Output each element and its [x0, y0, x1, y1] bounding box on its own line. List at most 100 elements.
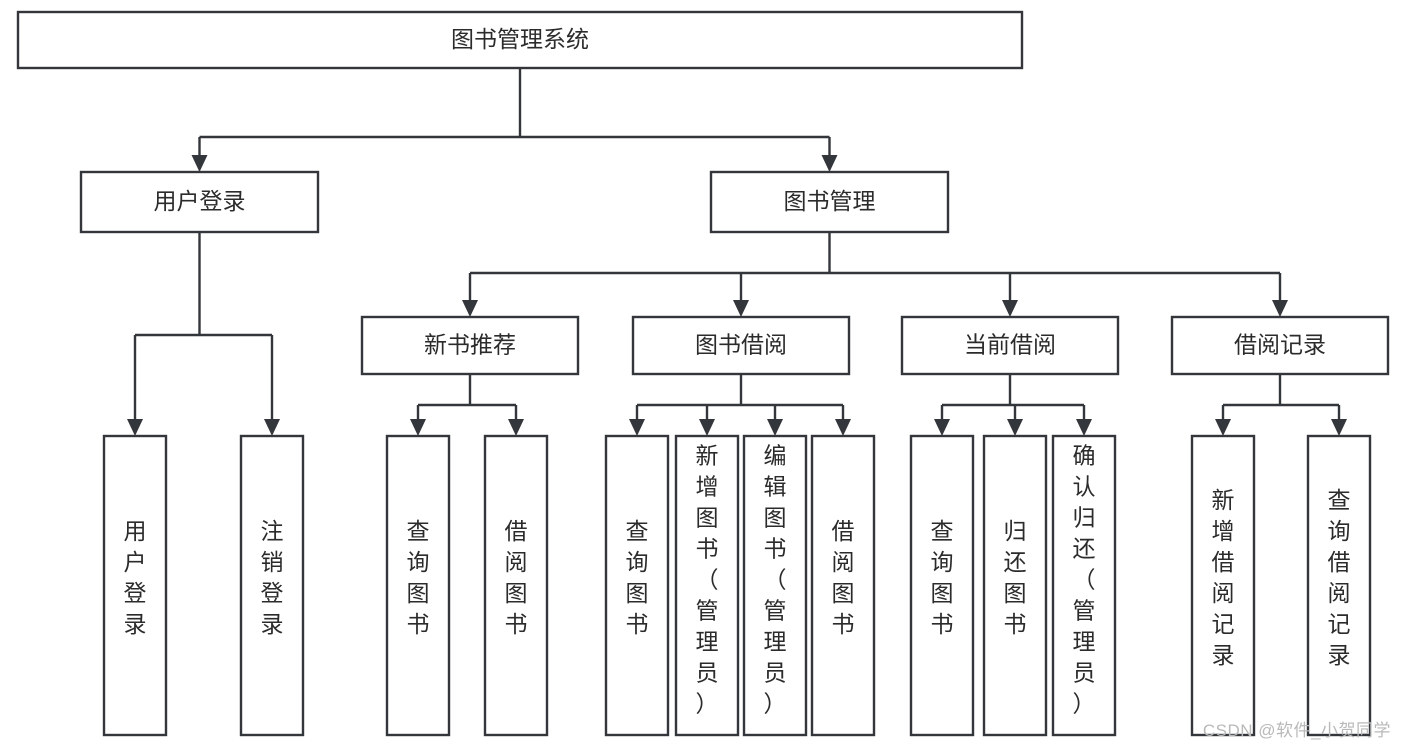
arrow-head-icon [767, 419, 783, 436]
node-leaf-add-book-admin[interactable]: 新增图书（管理员） [674, 434, 740, 737]
arrow-head-icon [1076, 419, 1092, 436]
node-leaf-user-login[interactable]: 用户登录 [102, 434, 168, 737]
arrow-head-icon [127, 419, 143, 436]
node-label-leaf-query-book-borrow: 查询图书 [626, 518, 649, 637]
node-book-borrow[interactable]: 图书借阅 [631, 315, 851, 376]
node-new-book-recommend[interactable]: 新书推荐 [360, 315, 580, 376]
arrow-head-icon [699, 419, 715, 436]
arrow-head-icon [508, 419, 524, 436]
connector-arrow-new-book-recommend-to-leaf-borrow-book-recommend [508, 405, 524, 436]
node-box-leaf-edit-book-admin [742, 434, 808, 737]
arrow-head-icon [462, 300, 478, 317]
node-leaf-query-book-borrow[interactable]: 查询图书 [604, 434, 670, 737]
node-leaf-borrow-book-recommend[interactable]: 借阅图书 [483, 434, 549, 737]
connector-arrow-current-borrow-to-leaf-confirm-return-admin [1076, 405, 1092, 436]
node-label-leaf-edit-book-admin: 编辑图书（管理员） [764, 443, 787, 717]
arrow-head-icon [733, 300, 749, 317]
node-box-leaf-query-book-recommend [385, 434, 451, 737]
connector-arrow-book-borrow-to-leaf-add-book-admin [699, 405, 715, 436]
connector-arrow-root-to-user-login [191, 137, 208, 172]
node-box-leaf-add-book-admin [674, 434, 740, 737]
connector-arrow-user-login-to-leaf-user-login [127, 335, 143, 436]
node-box-leaf-query-book-borrow [604, 434, 670, 737]
node-box-leaf-borrow-book-recommend [483, 434, 549, 737]
node-label-leaf-query-borrow-record: 查询借阅记录 [1328, 487, 1351, 668]
node-box-borrow-record [1170, 315, 1390, 376]
node-label-leaf-query-book-recommend: 查询图书 [407, 518, 430, 637]
node-box-leaf-confirm-return-admin [1051, 434, 1117, 737]
connector-arrow-user-login-to-leaf-logout-login [264, 335, 280, 436]
arrow-head-icon [1331, 419, 1347, 436]
node-borrow-record[interactable]: 借阅记录 [1170, 315, 1390, 376]
arrow-head-icon [410, 419, 426, 436]
connector-arrow-new-book-recommend-to-leaf-query-book-recommend [410, 405, 426, 436]
arrow-head-icon [934, 419, 950, 436]
node-label-book-borrow: 图书借阅 [695, 332, 787, 358]
connector-arrow-book-management-to-new-book-recommend [462, 273, 478, 317]
node-box-book-management [709, 170, 950, 234]
node-box-leaf-add-borrow-record [1190, 434, 1256, 737]
node-label-current-borrow: 当前借阅 [964, 332, 1056, 358]
node-leaf-return-book[interactable]: 归还图书 [982, 434, 1048, 737]
node-label-leaf-return-book: 归还图书 [1004, 518, 1027, 637]
arrow-head-icon [1007, 419, 1023, 436]
connector-arrow-root-to-book-management [821, 137, 838, 172]
node-leaf-edit-book-admin[interactable]: 编辑图书（管理员） [742, 434, 808, 737]
node-label-user-login: 用户登录 [154, 188, 246, 214]
node-box-current-borrow [900, 315, 1120, 376]
watermark-text: CSDN @软件_小贺同学 [1202, 721, 1391, 740]
node-box-leaf-logout-login [239, 434, 305, 737]
node-box-root [16, 10, 1024, 70]
node-current-borrow[interactable]: 当前借阅 [900, 315, 1120, 376]
node-box-leaf-query-borrow-record [1306, 434, 1372, 737]
arrow-head-icon [1002, 300, 1018, 317]
arrow-head-icon [835, 419, 851, 436]
node-label-leaf-borrow-book: 借阅图书 [832, 518, 855, 637]
connector-layer [127, 68, 1347, 436]
node-leaf-query-book-recommend[interactable]: 查询图书 [385, 434, 451, 737]
node-label-leaf-logout-login: 注销登录 [261, 518, 284, 637]
connector-arrow-borrow-record-to-leaf-add-borrow-record [1215, 405, 1231, 436]
connector-arrow-book-borrow-to-leaf-borrow-book [835, 405, 851, 436]
arrow-head-icon [629, 419, 645, 436]
arrow-head-icon [1215, 419, 1231, 436]
arrow-head-icon [264, 419, 280, 436]
node-leaf-query-borrow-record[interactable]: 查询借阅记录 [1306, 434, 1372, 737]
node-label-leaf-add-borrow-record: 新增借阅记录 [1212, 487, 1235, 668]
node-box-book-borrow [631, 315, 851, 376]
node-label-root: 图书管理系统 [451, 26, 589, 52]
arrow-head-icon [191, 155, 208, 172]
node-label-leaf-borrow-book-recommend: 借阅图书 [505, 518, 528, 637]
connector-arrow-current-borrow-to-leaf-return-book [1007, 405, 1023, 436]
connector-arrow-current-borrow-to-leaf-query-book-current [934, 405, 950, 436]
node-box-leaf-return-book [982, 434, 1048, 737]
connector-arrow-borrow-record-to-leaf-query-borrow-record [1331, 405, 1347, 436]
node-leaf-add-borrow-record[interactable]: 新增借阅记录 [1190, 434, 1256, 737]
node-label-borrow-record: 借阅记录 [1234, 332, 1326, 358]
node-label-leaf-add-book-admin: 新增图书（管理员） [696, 443, 719, 717]
connector-arrow-book-management-to-current-borrow [1002, 273, 1018, 317]
connector-arrow-book-management-to-borrow-record [1272, 273, 1288, 317]
connector-arrow-book-borrow-to-leaf-query-book-borrow [629, 405, 645, 436]
node-label-leaf-user-login: 用户登录 [124, 518, 147, 637]
arrow-head-icon [821, 155, 838, 172]
node-box-leaf-borrow-book [810, 434, 876, 737]
node-label-leaf-confirm-return-admin: 确认归还（管理员） [1073, 443, 1096, 717]
connector-arrow-book-management-to-book-borrow [733, 273, 749, 317]
node-book-management[interactable]: 图书管理 [709, 170, 950, 234]
node-label-leaf-query-book-current: 查询图书 [931, 518, 954, 637]
node-leaf-query-book-current[interactable]: 查询图书 [909, 434, 975, 737]
node-box-leaf-query-book-current [909, 434, 975, 737]
node-label-new-book-recommend: 新书推荐 [424, 332, 516, 358]
node-leaf-logout-login[interactable]: 注销登录 [239, 434, 305, 737]
node-user-login[interactable]: 用户登录 [79, 170, 320, 234]
node-leaf-borrow-book[interactable]: 借阅图书 [810, 434, 876, 737]
connector-arrow-book-borrow-to-leaf-edit-book-admin [767, 405, 783, 436]
node-box-user-login [79, 170, 320, 234]
node-label-book-management: 图书管理 [784, 188, 876, 214]
node-layer: 图书管理系统用户登录图书管理新书推荐图书借阅当前借阅借阅记录用户登录注销登录查询… [16, 10, 1390, 737]
node-leaf-confirm-return-admin[interactable]: 确认归还（管理员） [1051, 434, 1117, 737]
node-root[interactable]: 图书管理系统 [16, 10, 1024, 70]
